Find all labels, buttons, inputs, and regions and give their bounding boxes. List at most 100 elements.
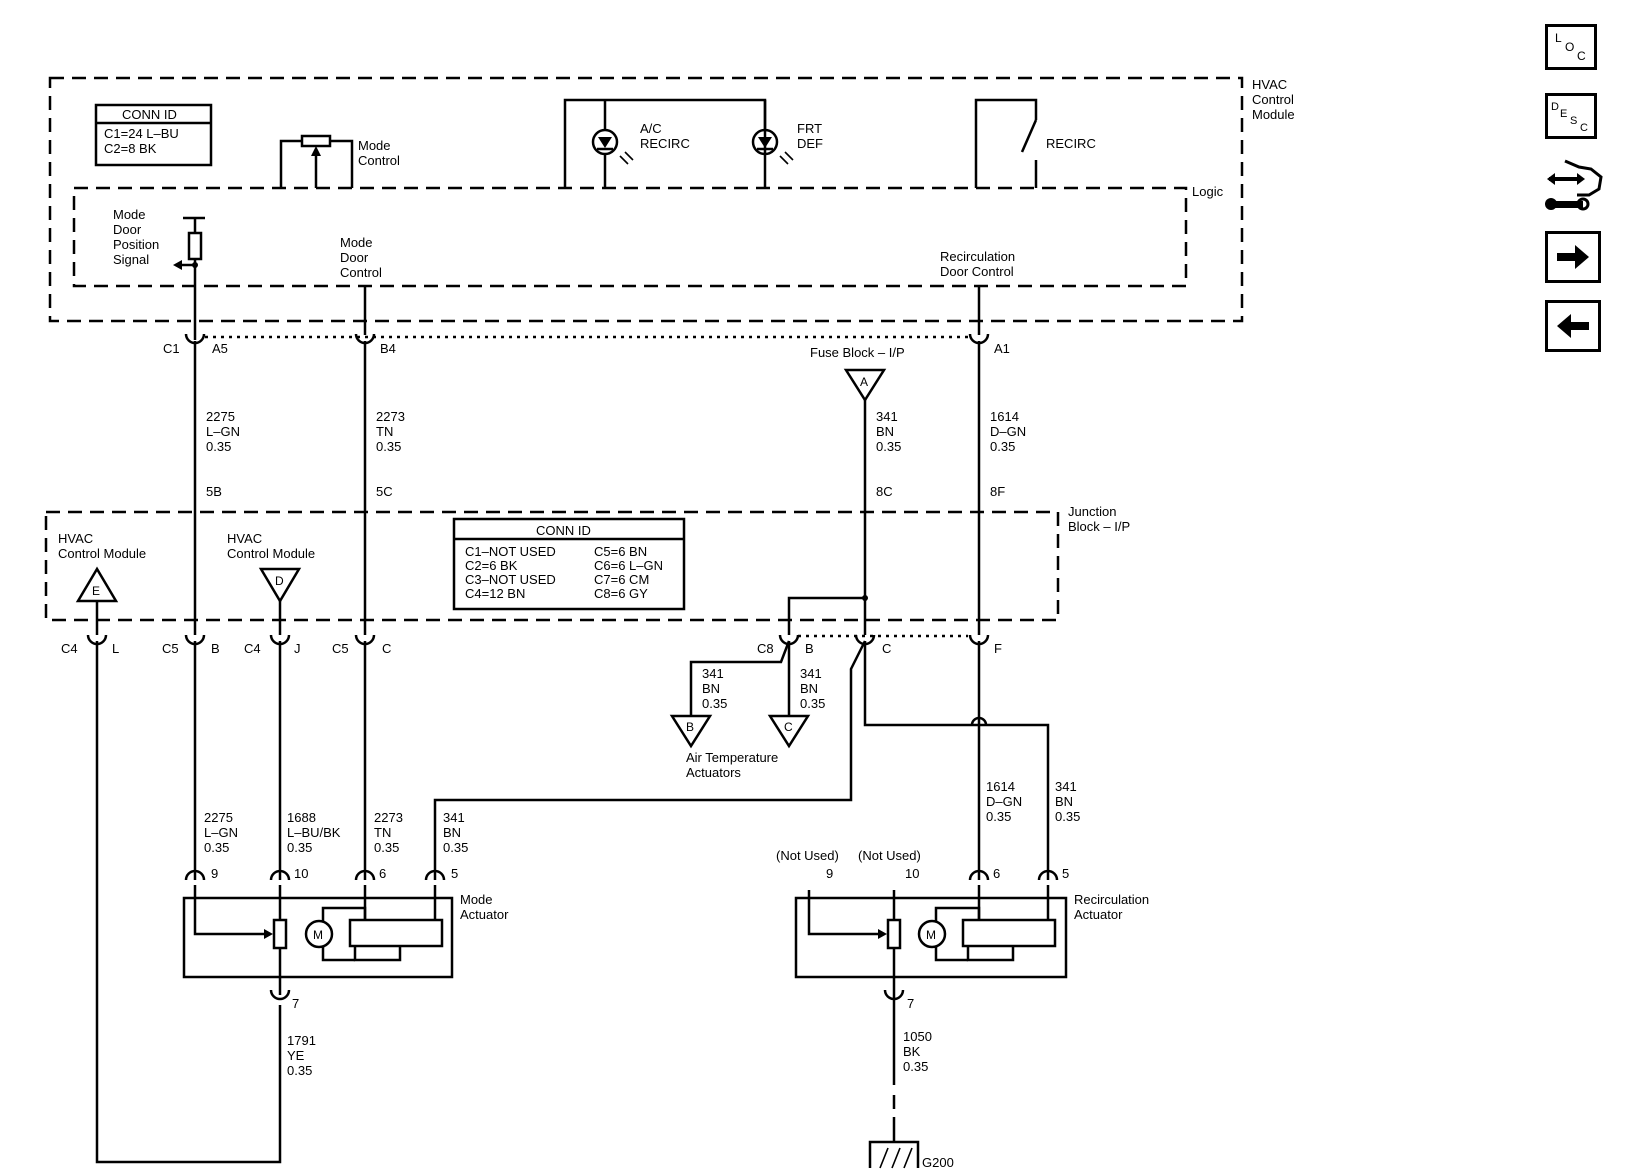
label-line: 341: [1055, 779, 1077, 794]
connector-tool-icon[interactable]: [1545, 155, 1609, 217]
previous-page-button[interactable]: [1545, 300, 1601, 352]
conn-c4-b: C4: [244, 641, 261, 656]
label-line: 0.35: [204, 840, 229, 855]
conn-id-2-right-3: C7=6 CM: [594, 572, 649, 587]
label-line: Signal: [113, 252, 149, 267]
conn-id-2-title: CONN ID: [536, 523, 591, 538]
logic-label: Logic: [1192, 184, 1224, 199]
label-line: 0.35: [1055, 809, 1080, 824]
label-line: Actuator: [1074, 907, 1123, 922]
tri-c: C: [784, 720, 793, 734]
label-line: L–BU/BK: [287, 825, 341, 840]
mode-pin-9: 9: [211, 866, 218, 881]
label-line: Actuators: [686, 765, 741, 780]
desc-icon: D E S C: [1551, 101, 1588, 134]
label-line: HVAC: [227, 531, 262, 546]
conn-f: F: [994, 641, 1002, 656]
label-line: 1614: [990, 409, 1019, 424]
conn-j: J: [294, 641, 301, 656]
label-line: BN: [443, 825, 461, 840]
label-line: Recirculation: [940, 249, 1015, 264]
label-line: BN: [800, 681, 818, 696]
label-line: Actuator: [460, 907, 509, 922]
label-line: 1791: [287, 1033, 316, 1048]
desc-button[interactable]: D E S C: [1545, 93, 1597, 139]
mode-pin-10: 10: [294, 866, 308, 881]
label-line: 0.35: [990, 439, 1015, 454]
label-line: DEF: [797, 136, 823, 151]
conn-id-2-right-4: C8=6 GY: [594, 586, 648, 601]
label-line: 0.35: [287, 840, 312, 855]
connector-tool-icon-svg: [1545, 159, 1603, 211]
recirc-pin-6: 6: [993, 866, 1000, 881]
conn-b4: B4: [380, 341, 396, 356]
label-line: Mode: [358, 138, 391, 153]
label-line: 0.35: [986, 809, 1011, 824]
loc-letter-c: C: [1577, 49, 1586, 63]
recirc-motor-symbol: M: [926, 928, 936, 942]
tri-d: D: [275, 574, 284, 588]
junction-block-outline: [44, 510, 1060, 622]
next-page-button[interactable]: [1545, 231, 1601, 283]
ground-label: G200: [922, 1155, 954, 1170]
hvac-control-module-outline: [48, 76, 1244, 323]
arrow-right-icon: [1557, 245, 1589, 269]
conn-a1: A1: [994, 341, 1010, 356]
conn-c5-b: C5: [332, 641, 349, 656]
tri-e: E: [92, 584, 100, 598]
conn-c4-a: C4: [61, 641, 78, 656]
conn-c2: C: [882, 641, 891, 656]
conn-id-2-right-1: C5=6 BN: [594, 544, 647, 559]
label-line: 0.35: [206, 439, 231, 454]
loc-button[interactable]: L O C: [1545, 24, 1597, 70]
loc-letter-o: O: [1565, 40, 1574, 54]
recirc-pin-9: 9: [826, 866, 833, 881]
label-line: 0.35: [374, 840, 399, 855]
ac-recirc-led-icon: [591, 100, 634, 188]
loc-letter-l: L: [1555, 31, 1562, 45]
label-line: 2273: [374, 810, 403, 825]
fuse-block-triangle: [843, 368, 887, 403]
label-line: Module: [1252, 107, 1295, 122]
desc-letter-e: E: [1560, 108, 1567, 120]
label-line: Mode: [460, 892, 493, 907]
frt-def-led-icon: [751, 100, 794, 165]
pin-8f: 8F: [990, 484, 1005, 499]
label-line: HVAC: [1252, 77, 1287, 92]
label-line: 341: [443, 810, 465, 825]
hvac-ref-d-triangle: [258, 567, 302, 604]
label-line: 1050: [903, 1029, 932, 1044]
fuse-block-label: Fuse Block – I/P: [810, 345, 905, 360]
label-line: L–GN: [204, 825, 238, 840]
conn-id-1-line-1: C1=24 L–BU: [104, 126, 179, 141]
not-used-9-label: (Not Used): [776, 848, 839, 863]
mode-pin-6: 6: [379, 866, 386, 881]
desc-letter-c: C: [1580, 122, 1588, 134]
conn-id-2-left-3: C3–NOT USED: [465, 572, 556, 587]
loc-icon: L O C: [1555, 31, 1586, 63]
conn-id-2-left-2: C2=6 BK: [465, 558, 518, 573]
label-line: D–GN: [990, 424, 1026, 439]
recirc-switch-icon: [974, 98, 1038, 188]
label-line: BN: [702, 681, 720, 696]
recirc-pin-7: 7: [907, 996, 914, 1011]
logic-outline: [72, 186, 1188, 288]
label-line: L–GN: [206, 424, 240, 439]
tri-a: A: [860, 375, 868, 389]
conn-id-2-left-1: C1–NOT USED: [465, 544, 556, 559]
conn-id-1-title: CONN ID: [122, 107, 177, 122]
